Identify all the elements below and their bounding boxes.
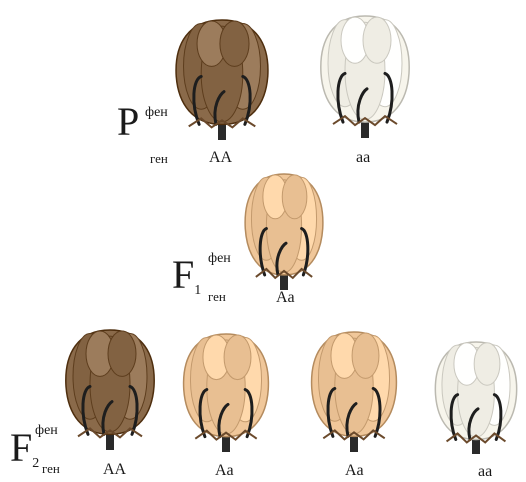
geno-tag-f2: ген [42, 462, 60, 475]
boll-lobe [352, 333, 379, 378]
genotype-f2-1: AA [103, 462, 126, 478]
genotype-f2-2: Aa [215, 463, 234, 479]
boll-drawing [306, 328, 402, 454]
boll-p-aa-recessive [315, 12, 415, 140]
genotype-f2-3: Aa [345, 463, 364, 479]
boll-drawing [315, 12, 415, 140]
boll-drawing [170, 16, 274, 142]
boll-lobe [363, 17, 391, 63]
boll-f1-aa [240, 170, 328, 292]
boll-drawing [430, 338, 522, 456]
row-label-f1-letter: F [172, 252, 194, 297]
geno-tag-f1: ген [208, 290, 226, 303]
boll-p-aa-dominant [170, 16, 274, 142]
row-label-f1: F1 [172, 255, 201, 298]
boll-drawing [240, 170, 328, 292]
pheno-tag-f1: фен [208, 252, 231, 266]
boll-f2-3 [306, 328, 402, 454]
row-label-f2-letter: F [10, 425, 32, 470]
genotype-p-2: aa [356, 150, 370, 166]
boll-lobe [282, 175, 307, 219]
row-label-f1-sub: 1 [194, 283, 201, 298]
boll-f2-1 [60, 326, 160, 452]
geno-tag-p: ген [150, 152, 168, 165]
genotype-p-1: AA [209, 150, 232, 166]
boll-f2-4 [430, 338, 522, 456]
pheno-tag-p: фен [145, 106, 168, 120]
boll-drawing [60, 326, 160, 452]
boll-lobe [224, 335, 251, 380]
genotype-f2-4: aa [478, 464, 492, 480]
boll-lobe [220, 21, 249, 66]
boll-lobe [474, 343, 500, 385]
pheno-tag-f2: фен [35, 424, 58, 438]
boll-f2-2 [178, 330, 274, 454]
boll-drawing [178, 330, 274, 454]
row-label-p: P [117, 102, 139, 142]
boll-lobe [108, 331, 136, 376]
genotype-f1-1: Aa [276, 290, 295, 306]
row-label-f2-sub: 2 [32, 456, 39, 471]
